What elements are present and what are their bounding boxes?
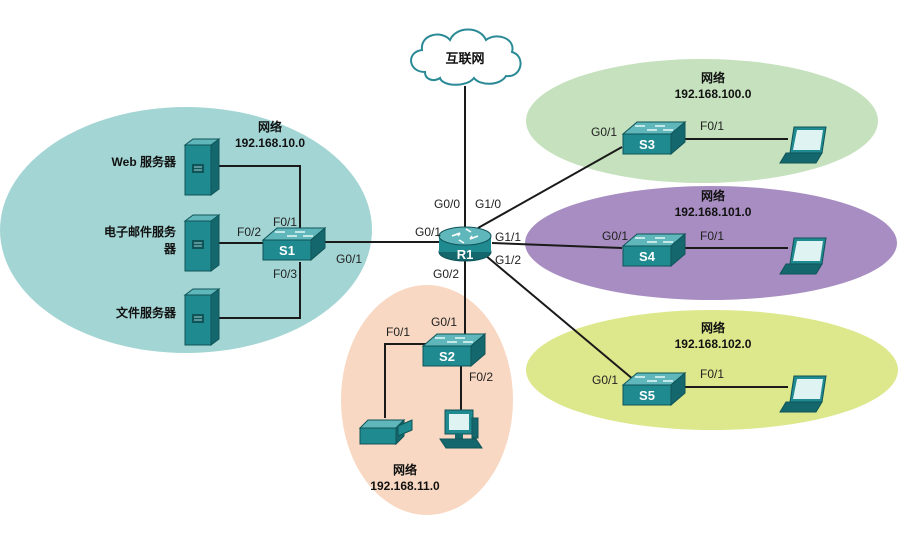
port-r1-g0-0: G0/0 — [434, 197, 460, 211]
network-192-168-11-0-title: 网络 — [393, 462, 417, 477]
port-r1-g1-1: G1/1 — [495, 230, 521, 244]
file-server-label: 文件服务器 — [116, 305, 177, 320]
port-r1-g1-2: G1/2 — [495, 253, 521, 267]
router-r1: R1 — [438, 226, 492, 262]
port-s3-f0-1: F0/1 — [700, 119, 724, 133]
network-192-168-101-0-area — [525, 186, 897, 300]
port-s2-f0-1: F0/1 — [386, 325, 410, 339]
link-r1-s5 — [484, 254, 635, 381]
port-s1-g0-1: G0/1 — [336, 252, 362, 266]
port-s2-g0-1: G0/1 — [431, 315, 457, 329]
link-r1-s4 — [491, 242, 623, 249]
port-s4-f0-1: F0/1 — [700, 229, 724, 243]
port-s5-f0-1: F0/1 — [700, 367, 724, 381]
port-r1-g0-1: G0/1 — [415, 225, 441, 239]
switch-s1: S1 — [262, 227, 326, 261]
internet-cloud-icon: 互联网 — [410, 28, 522, 86]
link-s1-web-server — [210, 165, 301, 232]
port-r1-g1-0: G1/0 — [475, 197, 501, 211]
switch-s5-label: S5 — [639, 388, 655, 403]
link-s2-printer — [384, 343, 427, 418]
router-r1-label: R1 — [457, 247, 474, 262]
web-server-label: Web 服务器 — [112, 154, 177, 169]
mail-server-icon — [184, 214, 220, 272]
network-192-168-100-0-address: 192.168.100.0 — [675, 87, 752, 101]
network-192-168-10-0-address: 192.168.10.0 — [235, 136, 305, 150]
port-s5-g0-1: G0/1 — [592, 373, 618, 387]
file-server-icon — [184, 288, 220, 346]
port-s1-f0-3: F0/3 — [273, 267, 297, 281]
port-s1-f0-1: F0/1 — [273, 215, 297, 229]
switch-s1-label: S1 — [279, 243, 295, 258]
switch-s4-label: S4 — [639, 249, 656, 264]
network-192-168-102-0-address: 192.168.102.0 — [675, 337, 752, 351]
printer-icon — [358, 418, 413, 446]
internet-label: 互联网 — [445, 51, 484, 66]
port-s2-f0-2: F0/2 — [469, 370, 493, 384]
network-192-168-11-0-address: 192.168.11.0 — [370, 479, 440, 493]
port-r1-g0-2: G0/2 — [433, 267, 459, 281]
network-192-168-101-0-title: 网络 — [701, 188, 725, 203]
desktop-pc-icon — [439, 409, 483, 449]
network-192-168-101-0-address: 192.168.101.0 — [675, 205, 752, 219]
port-s3-g0-1: G0/1 — [591, 125, 617, 139]
switch-s3: S3 — [622, 121, 686, 155]
port-s4-g0-1: G0/1 — [602, 229, 628, 243]
web-server-icon — [184, 138, 220, 196]
switch-s3-label: S3 — [639, 137, 655, 152]
switch-s4: S4 — [622, 233, 686, 267]
switch-s2-label: S2 — [439, 349, 455, 364]
switch-s5: S5 — [622, 372, 686, 406]
network-192-168-100-0-title: 网络 — [701, 70, 725, 85]
link-r1-s3 — [477, 146, 623, 229]
network-192-168-102-0-title: 网络 — [701, 320, 725, 335]
port-s1-f0-2: F0/2 — [237, 225, 261, 239]
mail-server-label-line1: 电子邮件服务 — [104, 224, 177, 239]
switch-s2: S2 — [422, 333, 486, 367]
mail-server-label-line2: 器 — [163, 242, 177, 256]
link-s1-file-server — [210, 262, 301, 319]
network-192-168-10-0-title: 网络 — [258, 119, 282, 134]
